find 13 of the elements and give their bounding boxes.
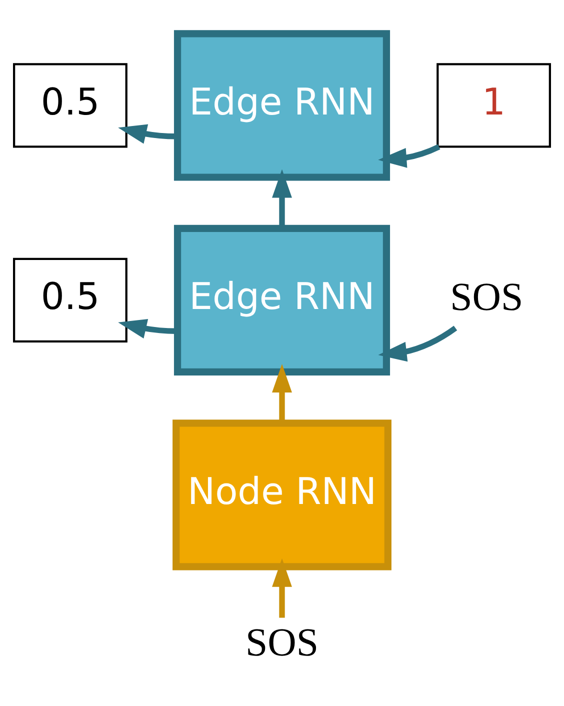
node-box: Edge RNN bbox=[174, 30, 390, 180]
arrow bbox=[272, 364, 292, 423]
arrow bbox=[378, 144, 440, 168]
node-box: Edge RNN bbox=[174, 224, 390, 376]
node-box: 0.5 bbox=[13, 62, 128, 148]
arrow bbox=[378, 325, 458, 362]
node-box: Node RNN bbox=[172, 419, 392, 570]
node-box: 1 bbox=[436, 62, 551, 148]
arrow bbox=[272, 168, 292, 228]
arrow bbox=[272, 558, 292, 618]
node-text: SOS bbox=[246, 620, 318, 664]
node-box: 0.5 bbox=[13, 257, 128, 342]
node-text: SOS bbox=[450, 274, 524, 319]
